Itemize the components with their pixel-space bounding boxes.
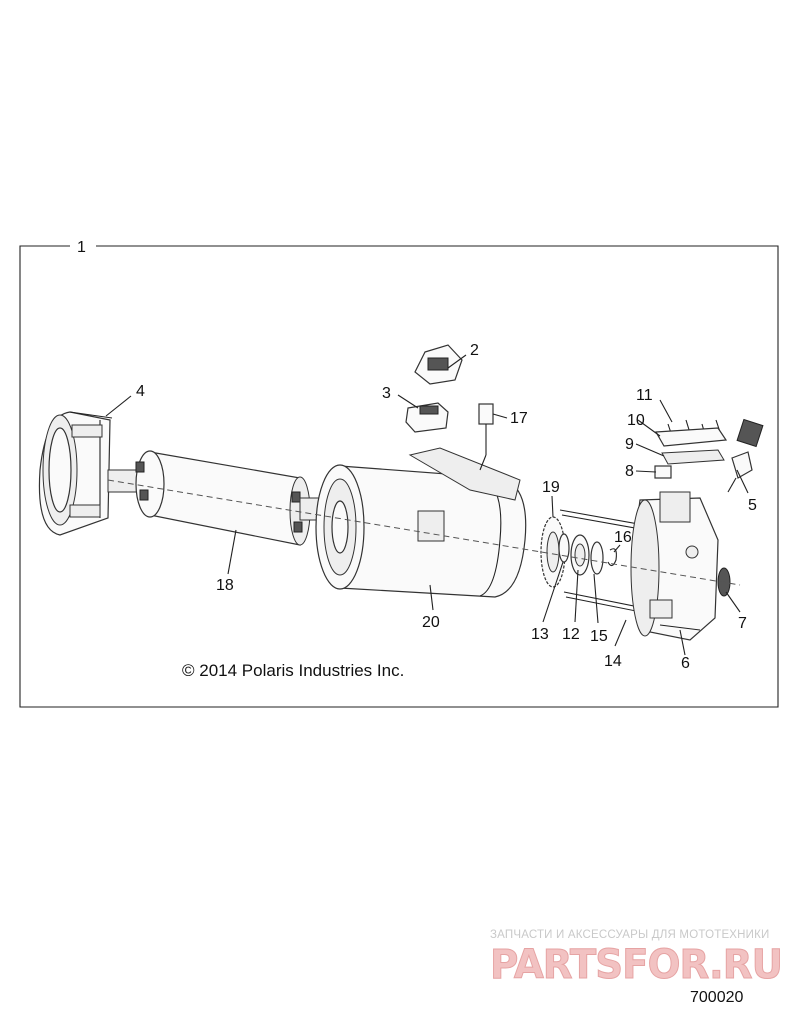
- callout-3: 3: [382, 385, 391, 402]
- part-13-ring: [558, 533, 570, 563]
- callout-16: 16: [614, 529, 632, 546]
- callout-18: 18: [216, 577, 234, 594]
- callout-8: 8: [625, 463, 634, 480]
- callout-17: 17: [510, 410, 528, 427]
- callouts: 2 3 4 5 6 7 8 9 10 11 12 13 14 15 16 17 …: [136, 342, 757, 672]
- leader-lines: [105, 354, 749, 656]
- part-12-bearing: [570, 534, 590, 576]
- callout-2: 2: [470, 342, 479, 359]
- part-16-snap-ring: [607, 548, 617, 567]
- part-4-end-cap: [38, 411, 113, 536]
- callout-7: 7: [738, 615, 747, 632]
- callout-19: 19: [542, 479, 560, 496]
- part-17-terminal: [478, 403, 494, 471]
- part-20-housing: [315, 447, 527, 598]
- part-6-drive-housing: [630, 491, 719, 641]
- callout-9: 9: [625, 436, 634, 453]
- copyright-notice: © 2014 Polaris Industries Inc.: [182, 661, 404, 680]
- part-2-brush-holder: [414, 344, 463, 385]
- part-8-clip: [654, 465, 672, 479]
- callout-11: 11: [636, 387, 653, 404]
- watermark-tagline: ЗАПЧАСТИ И АКСЕССУАРЫ ДЛЯ МОТОТЕХНИКИ: [490, 929, 770, 941]
- callout-12: 12: [562, 626, 580, 643]
- watermark-logo: PARTSFOR.RU: [490, 942, 782, 988]
- part-10-cover: [655, 427, 728, 447]
- callout-13: 13: [531, 626, 549, 643]
- callout-6: 6: [681, 655, 690, 672]
- part-15-seal: [590, 541, 604, 575]
- part-5-connector: [727, 418, 764, 493]
- callout-14: 14: [604, 653, 622, 670]
- callout-1: 1: [77, 239, 86, 256]
- figure-number: 700020: [690, 989, 743, 1006]
- callout-10: 10: [627, 412, 645, 429]
- shaft-centerline: [107, 479, 741, 586]
- assembly-frame: 1: [19, 239, 779, 708]
- callout-5: 5: [748, 497, 757, 514]
- watermark: ЗАПЧАСТИ И АКСЕССУАРЫ ДЛЯ МОТОТЕХНИКИ PA…: [490, 929, 784, 989]
- part-3-block: [405, 402, 449, 433]
- part-18-armature: [107, 450, 325, 546]
- part-9-gasket: [661, 449, 725, 465]
- callout-4: 4: [136, 383, 145, 400]
- callout-20: 20: [422, 614, 440, 631]
- callout-15: 15: [590, 628, 608, 645]
